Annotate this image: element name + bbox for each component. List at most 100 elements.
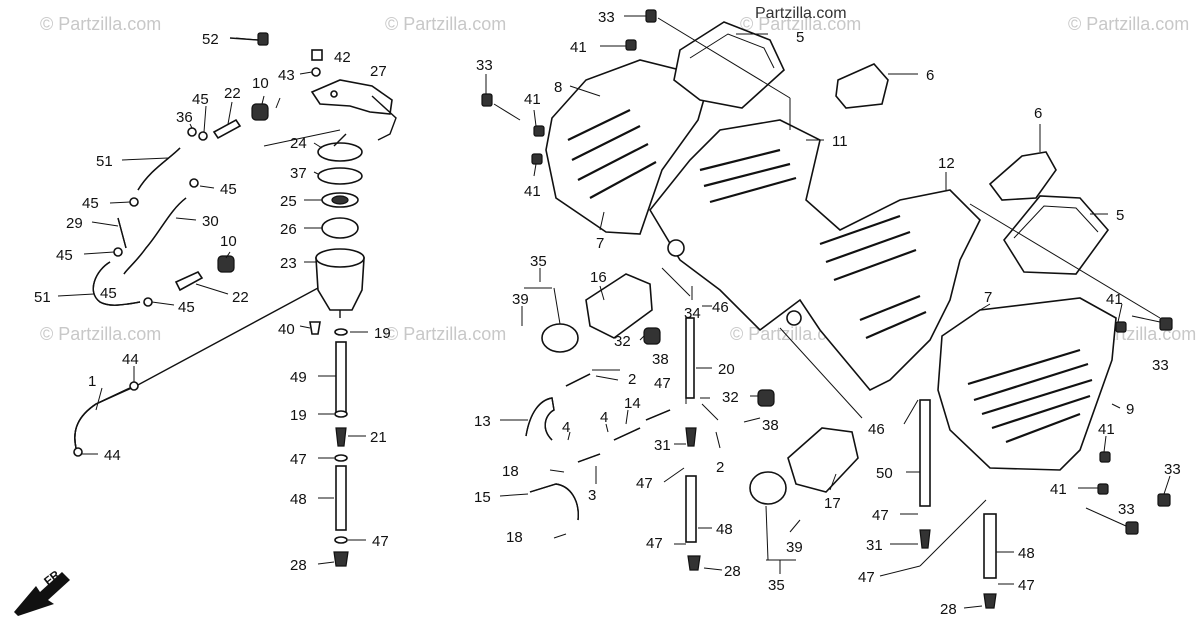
leader-lines (57, 15, 1171, 609)
callout-47: 47 (646, 535, 663, 552)
callout-37: 37 (290, 165, 307, 182)
callout-45: 45 (192, 91, 209, 108)
front-direction-arrow: FR. (14, 565, 70, 616)
callout-41: 41 (570, 39, 587, 56)
callout-10: 10 (252, 75, 269, 92)
callout-48: 48 (1018, 545, 1035, 562)
callout-11: 11 (832, 133, 848, 150)
callout-5: 5 (796, 29, 804, 46)
callout-44: 44 (104, 447, 121, 464)
watermark-dark: Partzilla.com (755, 5, 847, 22)
callout-47: 47 (372, 533, 389, 550)
callout-22: 22 (224, 85, 241, 102)
callout-10: 10 (220, 233, 237, 250)
callout-2: 2 (716, 459, 724, 476)
callout-38: 38 (652, 351, 669, 368)
callout-39: 39 (512, 291, 529, 308)
watermark: © Partzilla.com (1068, 14, 1189, 34)
callout-45: 45 (56, 247, 73, 264)
callout-35: 35 (530, 253, 547, 270)
callout-4: 4 (562, 419, 570, 436)
callout-42: 42 (334, 49, 351, 66)
callout-18: 18 (502, 463, 519, 480)
callout-8: 8 (554, 79, 562, 96)
callout-25: 25 (280, 193, 297, 210)
callout-18: 18 (506, 529, 523, 546)
callout-33: 33 (476, 57, 493, 74)
callout-34: 34 (684, 305, 701, 322)
callout-36: 36 (176, 109, 193, 126)
callout-33: 33 (598, 9, 615, 26)
callout-41: 41 (1050, 481, 1067, 498)
callout-31: 31 (866, 537, 883, 554)
callout-21: 21 (370, 429, 387, 446)
callout-41: 41 (1106, 291, 1123, 308)
callout-29: 29 (66, 215, 83, 232)
callout-3: 3 (588, 487, 596, 504)
callout-12: 12 (938, 155, 955, 172)
callout-14: 14 (624, 395, 641, 412)
callout-45: 45 (82, 195, 99, 212)
callout-22: 22 (232, 289, 249, 306)
callout-40: 40 (278, 321, 295, 338)
callout-15: 15 (474, 489, 491, 506)
air-cleaner-assembly (481, 9, 1173, 609)
callout-17: 17 (824, 495, 841, 512)
callout-45: 45 (220, 181, 237, 198)
callout-51: 51 (34, 289, 51, 306)
callout-6: 6 (926, 67, 934, 84)
fuel-filter-assembly (73, 32, 397, 567)
callout-41: 41 (1098, 421, 1115, 438)
callout-51: 51 (96, 153, 113, 170)
callout-9: 9 (1126, 401, 1134, 418)
watermark: © Partzilla.com (40, 14, 161, 34)
callout-41: 41 (524, 183, 541, 200)
callout-44: 44 (122, 351, 139, 368)
callout-33: 33 (1118, 501, 1135, 518)
callout-47: 47 (654, 375, 671, 392)
callout-33: 33 (1164, 461, 1181, 478)
callout-2: 2 (628, 371, 636, 388)
callout-32: 32 (614, 333, 631, 350)
callout-48: 48 (290, 491, 307, 508)
callout-30: 30 (202, 213, 219, 230)
callout-47: 47 (636, 475, 653, 492)
callout-26: 26 (280, 221, 297, 238)
callout-32: 32 (722, 389, 739, 406)
callout-38: 38 (762, 417, 779, 434)
callout-45: 45 (178, 299, 195, 316)
watermark: © Partzilla.com (385, 324, 506, 344)
callout-6: 6 (1034, 105, 1042, 122)
callout-23: 23 (280, 255, 297, 272)
callout-35: 35 (768, 577, 785, 594)
callout-16: 16 (590, 269, 607, 286)
callout-43: 43 (278, 67, 295, 84)
callout-20: 20 (718, 361, 735, 378)
callout-47: 47 (290, 451, 307, 468)
callout-7: 7 (984, 289, 992, 306)
callout-4: 4 (600, 409, 608, 426)
callout-24: 24 (290, 135, 307, 152)
callout-28: 28 (724, 563, 741, 580)
callout-19: 19 (374, 325, 391, 342)
callout-45: 45 (100, 285, 117, 302)
callout-48: 48 (716, 521, 733, 538)
callout-47: 47 (1018, 577, 1035, 594)
callout-13: 13 (474, 413, 491, 430)
callout-46: 46 (712, 299, 729, 316)
callout-7: 7 (596, 235, 604, 252)
callout-50: 50 (876, 465, 893, 482)
callout-33: 33 (1152, 357, 1169, 374)
callout-49: 49 (290, 369, 307, 386)
callout-52: 52 (202, 31, 219, 48)
callout-47: 47 (858, 569, 875, 586)
callout-1: 1 (88, 373, 96, 390)
callout-47: 47 (872, 507, 889, 524)
callout-28: 28 (290, 557, 307, 574)
callout-41: 41 (524, 91, 541, 108)
watermark: © Partzilla.com (385, 14, 506, 34)
callout-28: 28 (940, 601, 957, 618)
callout-labels: 52 42 43 27 10 22 45 36 51 45 45 29 30 1… (34, 9, 1181, 618)
callout-5: 5 (1116, 207, 1124, 224)
